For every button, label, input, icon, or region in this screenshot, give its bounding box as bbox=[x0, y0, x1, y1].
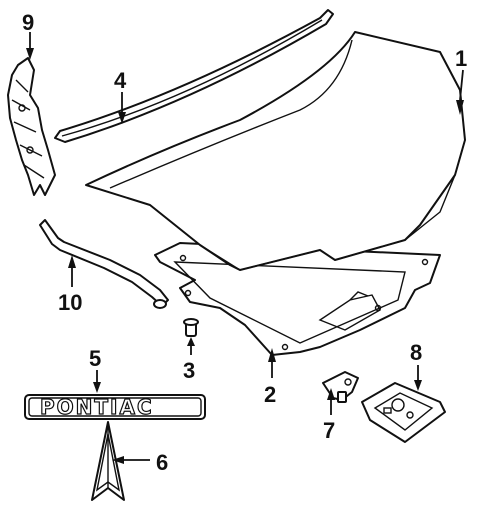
callout-3: 3 bbox=[183, 358, 195, 383]
callout-4: 4 bbox=[114, 68, 127, 93]
emblem-part-5: PONTIAC bbox=[24, 394, 206, 420]
callout-9: 9 bbox=[22, 10, 34, 35]
hood-part-1 bbox=[85, 31, 466, 271]
latch-part-8 bbox=[361, 382, 446, 443]
callout-7: 7 bbox=[323, 418, 335, 443]
prop-rod-part-10 bbox=[39, 219, 169, 309]
bumper-part-3 bbox=[183, 318, 199, 337]
callout-2: 2 bbox=[264, 382, 276, 407]
weatherstrip-part-4 bbox=[54, 9, 334, 143]
callout-8: 8 bbox=[410, 340, 422, 365]
callout-1: 1 bbox=[455, 46, 467, 71]
hood-inner-panel-part-2 bbox=[154, 242, 441, 356]
callout-6: 6 bbox=[156, 450, 168, 475]
callout-10: 10 bbox=[58, 290, 82, 315]
callout-5: 5 bbox=[89, 346, 101, 371]
insulator-part-9 bbox=[7, 57, 56, 196]
arrowhead-emblem-part-6 bbox=[91, 421, 125, 501]
leader-lines bbox=[26, 32, 464, 464]
callout-labels: 1 2 3 4 5 6 7 8 9 10 bbox=[22, 10, 467, 475]
emblem-text: PONTIAC bbox=[40, 395, 154, 419]
